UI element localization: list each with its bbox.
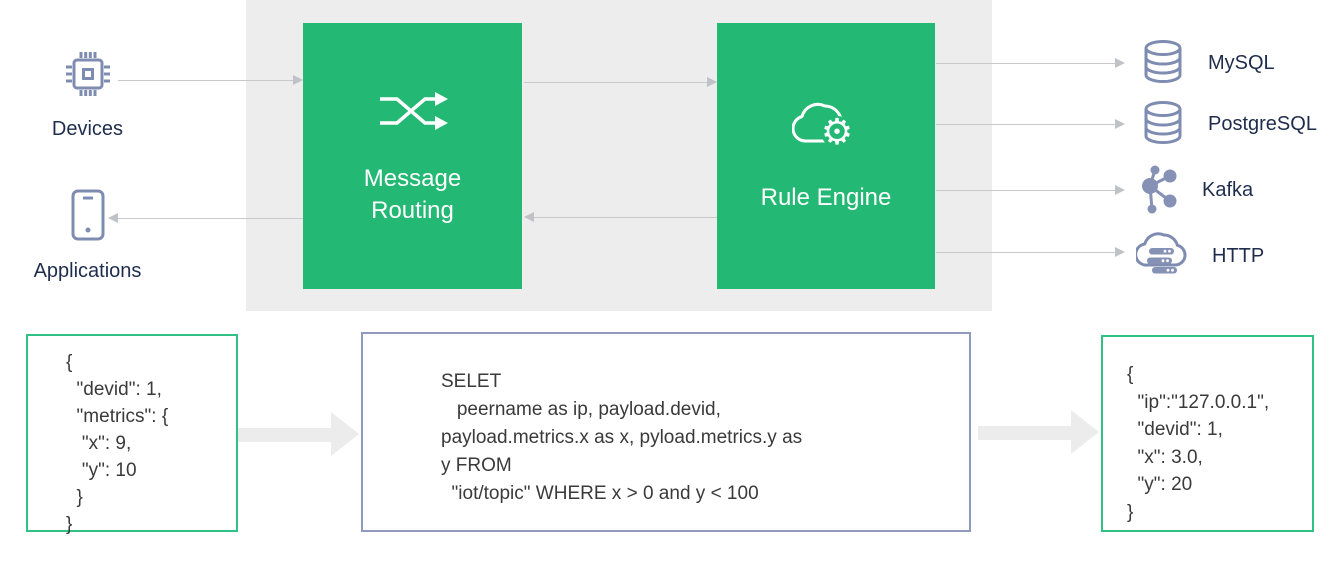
block-arrow-head (331, 412, 359, 456)
sink-postgresql: PostgreSQL (1136, 99, 1317, 149)
cloud-gear-icon: ⚙ (792, 98, 860, 156)
http-label: HTTP (1212, 244, 1265, 267)
output-json-panel: { "ip":"127.0.0.1", "devid": 1, "x": 3.0… (1101, 335, 1314, 532)
devices-node: Devices (25, 48, 150, 141)
share-nodes-icon (1136, 164, 1184, 216)
database-icon (1136, 99, 1190, 149)
arrow-devices-to-routing (118, 75, 303, 85)
message-routing-label: Message Routing (364, 163, 461, 227)
block-arrow-sql-to-output (978, 410, 1099, 455)
sink-mysql: MySQL (1136, 38, 1275, 88)
sink-kafka: Kafka (1136, 164, 1253, 216)
smartphone-icon (69, 188, 107, 242)
sink-http: HTTP (1136, 230, 1264, 282)
rule-engine-label: Rule Engine (760, 184, 892, 211)
devices-label: Devices (51, 118, 124, 140)
postgresql-label: PostgreSQL (1208, 112, 1317, 135)
rule-sql-code: SELET peername as ip, payload.devid, pay… (441, 371, 803, 504)
arrow-rule-engine-to-http (936, 247, 1125, 257)
database-icon (1136, 38, 1190, 88)
arrow-rule-engine-to-kafka (936, 185, 1125, 195)
cloud-server-icon (1136, 230, 1194, 282)
arrow-rule-engine-to-postgresql (936, 119, 1125, 129)
applications-label: Applications (33, 260, 142, 282)
arrow-rule-engine-to-mysql (936, 58, 1125, 68)
rule-sql-panel: SELET peername as ip, payload.devid, pay… (361, 332, 971, 532)
message-routing-label-line2: Routing (371, 197, 454, 224)
block-arrow-head (1071, 410, 1099, 454)
applications-node: Applications (25, 188, 150, 283)
rule-engine-box: ⚙ Rule Engine (717, 23, 935, 289)
input-json-code: { "devid": 1, "metrics": { "x": 9, "y": … (66, 352, 169, 535)
arrow-routing-to-rule-engine (524, 77, 717, 87)
mysql-label: MySQL (1208, 51, 1275, 74)
svg-text:⚙: ⚙ (821, 112, 853, 153)
block-arrow-input-to-sql (238, 412, 359, 457)
output-json-code: { "ip":"127.0.0.1", "devid": 1, "x": 3.0… (1127, 364, 1270, 523)
message-routing-label-line1: Message (363, 165, 462, 192)
kafka-label: Kafka (1202, 178, 1254, 201)
message-routing-box: Message Routing (303, 23, 522, 289)
arrow-routing-to-applications (108, 213, 303, 223)
input-json-panel: { "devid": 1, "metrics": { "x": 9, "y": … (26, 334, 238, 535)
block-arrow-shaft (978, 426, 1071, 440)
arrow-rule-engine-to-routing (524, 212, 717, 222)
cpu-chip-icon (62, 48, 114, 100)
shuffle-icon (374, 85, 452, 137)
block-arrow-shaft (238, 428, 331, 442)
